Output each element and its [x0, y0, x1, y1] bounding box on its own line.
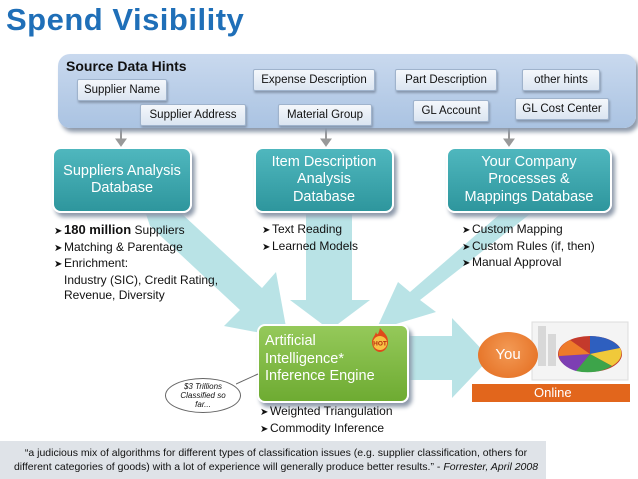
bullet-matching: Matching & Parentage [64, 239, 183, 254]
ai-line-1: Artificial [265, 333, 316, 349]
list-item: ➤Learned Models [262, 239, 358, 256]
trillions-callout: $3 Trillions Classified so far... [165, 378, 241, 413]
suppliers-db-line-1: Suppliers Analysis [63, 162, 181, 179]
suppliers-db-line-2: Database [90, 180, 154, 196]
list-item: ➤Custom Mapping [462, 222, 595, 239]
list-item: ➤Matching & Parentage [54, 240, 218, 257]
item-db-line-1: Item Description [271, 153, 377, 170]
callout-pointer [236, 373, 259, 385]
bullet-custom-rules: Custom Rules (if, then) [472, 238, 595, 253]
pie-chart-image [530, 318, 630, 382]
bullet-custom-mapping: Custom Mapping [472, 222, 563, 236]
company-processes-database: Your Company Processes & Mappings Databa… [446, 147, 612, 213]
arrow-bullet-icon: ➤ [54, 259, 63, 270]
hint-chip-supplier-address: Supplier Address [140, 104, 246, 126]
arrow-bullet-icon: ➤ [54, 226, 63, 237]
hint-chip-supplier-name: Supplier Name [77, 79, 167, 101]
arrow-ai-to-you [405, 318, 490, 398]
ai-line-3: Inference Engine [265, 368, 375, 384]
list-item: ➤Enrichment: [54, 256, 218, 273]
hot-badge-icon: HOT [372, 328, 388, 352]
item-bullet-list: ➤Text Reading ➤Learned Models [262, 222, 358, 255]
arrow-bullet-icon: ➤ [462, 241, 471, 253]
item-db-line-3: Database [292, 188, 356, 205]
list-item: ➤Custom Rules (if, then) [462, 239, 595, 256]
quote-box [0, 441, 546, 479]
ai-inference-engine-label: Artificial Intelligence* Inference Engin… [265, 333, 375, 386]
bullet-text-reading: Text Reading [272, 222, 343, 236]
online-label: Online [534, 385, 572, 400]
quote-text: “a judicious mix of algorithms for diffe… [13, 447, 528, 473]
supplier-count-label: Suppliers [131, 223, 185, 237]
item-db-line-2: Analysis [296, 171, 351, 188]
hint-chip-expense-description: Expense Description [253, 69, 375, 91]
hint-chip-gl-cost-center: GL Cost Center [515, 98, 609, 120]
hint-chip-material-group: Material Group [278, 104, 372, 126]
bullet-learned-models: Learned Models [272, 238, 359, 253]
arrow-item-to-ai [290, 214, 370, 330]
arrow-suppliers-to-ai [146, 214, 288, 338]
quote-attribution: Forrester, April 2008 [443, 461, 539, 473]
hot-badge-text: HOT [373, 341, 387, 348]
ai-bullet-list: ➤Weighted Triangulation ➤Commodity Infer… [260, 404, 393, 437]
arrow-bullet-icon: ➤ [260, 423, 269, 435]
hint-chip-other-hints: other hints [522, 69, 600, 91]
hint-chip-gl-account: GL Account [413, 100, 489, 122]
arrow-bullet-icon: ➤ [462, 258, 471, 269]
arrow-bullet-icon: ➤ [262, 225, 271, 236]
arrow-bullet-icon: ➤ [262, 241, 271, 253]
list-item: ➤Weighted Triangulation [260, 404, 393, 421]
source-hints-title: Source Data Hints [66, 58, 187, 74]
item-description-database: Item Description Analysis Database [254, 147, 394, 213]
arrow-bullet-icon: ➤ [54, 242, 63, 254]
enrichment-detail-2: Revenue, Diversity [64, 288, 165, 302]
callout-text: $3 Trillions Classified so far... [180, 382, 226, 409]
bullet-commodity-inference: Commodity Inference [270, 420, 385, 435]
supplier-count: 180 million [64, 222, 132, 237]
page-title: Spend Visibility [6, 2, 245, 37]
enrichment-detail-1: Industry (SIC), Credit Rating, [64, 272, 219, 287]
list-item: ➤180 million Suppliers [54, 222, 218, 240]
bullet-weighted-triangulation: Weighted Triangulation [270, 404, 393, 418]
ai-line-2: Intelligence* [265, 350, 344, 367]
company-db-line-1: Your Company [481, 153, 577, 170]
suppliers-analysis-database: Suppliers Analysis Database [52, 147, 192, 213]
hint-chip-part-description: Part Description [395, 69, 497, 91]
online-bar [472, 384, 630, 402]
list-item: ➤Text Reading [262, 222, 358, 239]
company-db-line-3: Mappings Database [464, 188, 594, 205]
bullet-enrichment: Enrichment: [64, 256, 129, 270]
company-bullet-list: ➤Custom Mapping ➤Custom Rules (if, then)… [462, 222, 595, 272]
you-badge: You [478, 332, 538, 378]
forrester-quote: “a judicious mix of algorithms for diffe… [12, 446, 540, 474]
bullet-manual-approval: Manual Approval [472, 255, 562, 269]
arrow-bullet-icon: ➤ [260, 407, 269, 418]
company-db-line-2: Processes & [488, 171, 570, 188]
list-item: ➤Manual Approval [462, 255, 595, 272]
arrow-company-to-ai [376, 214, 530, 330]
supplier-bullet-list: ➤180 million Suppliers ➤Matching & Paren… [54, 222, 218, 304]
list-item: ➤Commodity Inference [260, 421, 393, 438]
arrow-bullet-icon: ➤ [462, 225, 471, 236]
